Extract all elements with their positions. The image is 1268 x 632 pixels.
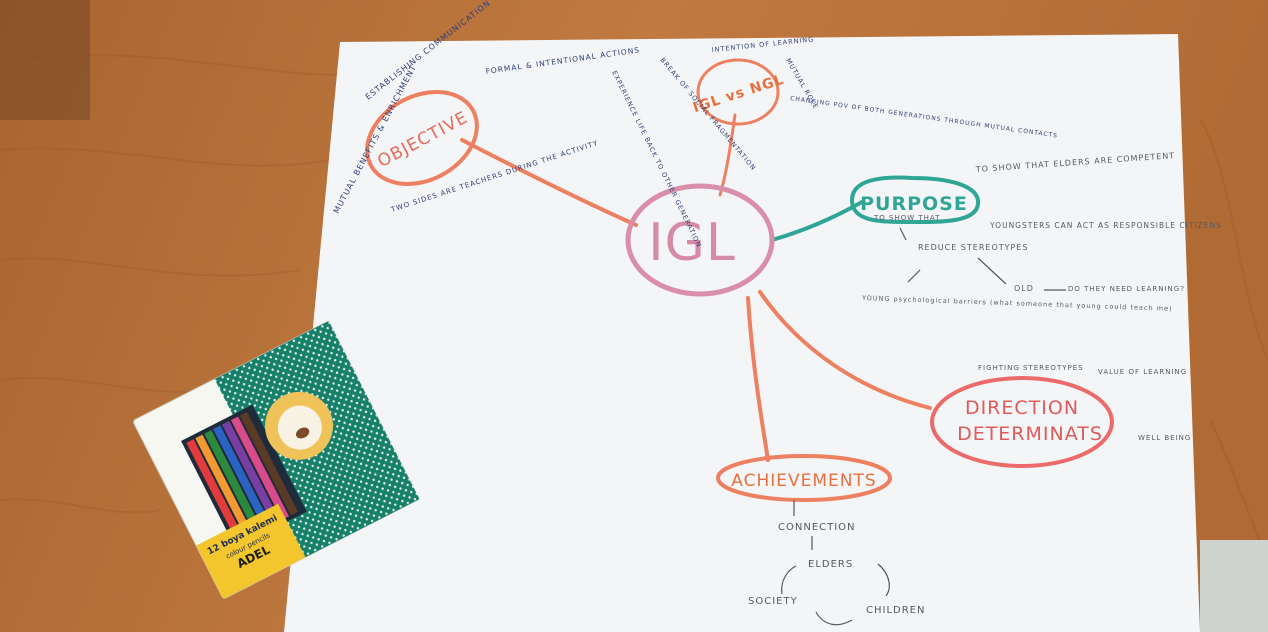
note-old: OLD xyxy=(1014,284,1034,293)
direction-title-1: DIRECTION xyxy=(965,397,1079,419)
achievements-title: ACHIEVEMENTS xyxy=(731,471,876,491)
note-youngsters: YOUNGSTERS CAN ACT AS RESPONSIBLE CITIZE… xyxy=(989,221,1222,230)
purpose-node: PURPOSE xyxy=(849,175,981,225)
achievements-arrows xyxy=(781,500,890,626)
direction-title-2: DETERMINATS xyxy=(957,423,1103,445)
center-label: IGL xyxy=(648,213,736,273)
center-node: IGL xyxy=(625,183,775,297)
purpose-arrows xyxy=(899,227,1066,291)
note-to-show-that: TO SHOW THAT xyxy=(873,214,940,222)
window-shadow xyxy=(0,0,90,120)
achievements-notes: CONNECTION ELDERS SOCIETY CHILDREN xyxy=(748,522,925,616)
floor-corner xyxy=(1200,540,1268,632)
note-children: CHILDREN xyxy=(866,605,925,616)
note-connection: CONNECTION xyxy=(778,522,856,533)
note-reduce-stereotypes: REDUCE STEREOTYPES xyxy=(918,243,1028,252)
note-society: SOCIETY xyxy=(748,596,798,607)
pencil-box: ADEL 12 boya kalemi colour pencils xyxy=(133,320,420,600)
note-fighting-stereotypes: FIGHTING STEREOTYPES xyxy=(978,364,1084,372)
direction-node: DIRECTION DETERMINATS xyxy=(930,376,1114,468)
note-value-learning: VALUE OF LEARNING xyxy=(1098,368,1187,376)
purpose-title: PURPOSE xyxy=(860,193,968,215)
direction-notes: FIGHTING STEREOTYPES VALUE OF LEARNING W… xyxy=(978,364,1191,442)
achievements-node: ACHIEVEMENTS xyxy=(716,454,892,502)
note-well-being: WELL BEING xyxy=(1138,434,1191,442)
pencil-box-brand-band xyxy=(196,503,306,600)
note-elders: ELDERS xyxy=(808,559,853,570)
note-need-learning: DO THEY NEED LEARNING? xyxy=(1068,285,1185,293)
paper-sheet xyxy=(284,34,1200,632)
